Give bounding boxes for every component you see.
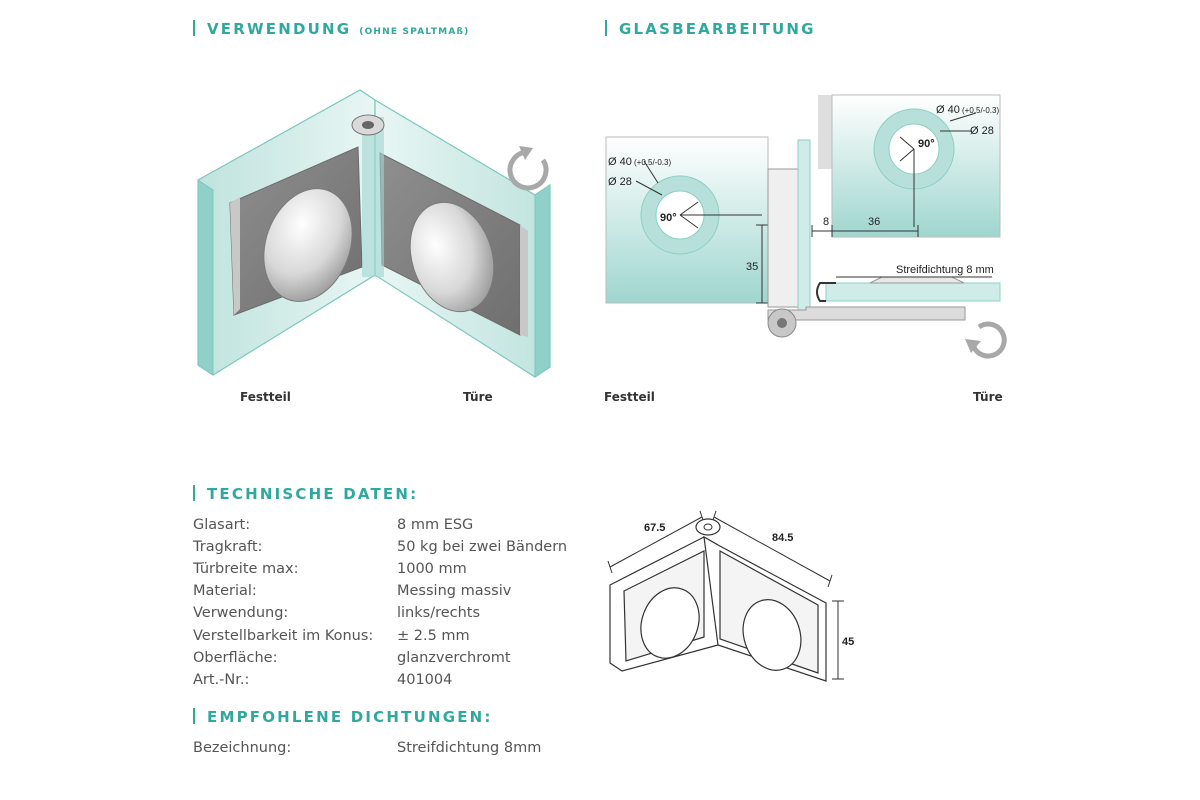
dia-inner-left: Ø 28 xyxy=(608,176,632,188)
disc-right xyxy=(742,599,802,671)
caption-right-door: Türe xyxy=(973,390,1003,404)
tech-value: links/rechts xyxy=(397,605,481,621)
door-glass xyxy=(825,282,1001,302)
disc-left xyxy=(640,587,700,659)
pivot-hole xyxy=(362,121,374,129)
glass-heading: GLASBEARBEITUNG xyxy=(605,18,816,38)
heading-bar xyxy=(193,708,195,724)
pivot-hole xyxy=(703,523,713,531)
dim-b: 84.5 xyxy=(772,532,793,544)
tol-left: (+0.5/-0.3) xyxy=(634,158,671,167)
seal-label: Streifdichtung 8 mm xyxy=(896,264,994,276)
product-dimension-drawing: 67.5 84.5 45 xyxy=(607,510,854,682)
tech-value: glanzverchromt xyxy=(397,650,511,666)
dim-35-line xyxy=(756,224,768,304)
tech-heading-text: TECHNISCHE DATEN: xyxy=(207,485,419,503)
glass-processing-diagram: 90° Ø 40 (+0.5/-0.3) Ø 28 35 90° Ø 40 (+… xyxy=(605,94,1007,359)
tech-value: 1000 mm xyxy=(397,561,467,577)
tech-label: Glasart: xyxy=(193,517,251,533)
hinge-plate-right-rim xyxy=(520,225,528,337)
tech-label: Art.-Nr.: xyxy=(193,672,250,688)
angle-lines-left xyxy=(635,160,762,229)
tech-value: Messing massiv xyxy=(397,583,512,599)
hinge-plate-left-rim xyxy=(230,197,240,315)
heading-bar xyxy=(193,485,195,501)
seal-profile xyxy=(816,282,836,302)
caption-left-fixed: Festteil xyxy=(240,390,291,404)
usage-illustration xyxy=(197,89,551,378)
angle-right: 90° xyxy=(918,138,935,150)
chrome-disc-left xyxy=(263,188,353,302)
usage-heading-note: (OHNE SPALTMAß) xyxy=(359,27,470,37)
tol-right: (+0.5/-0.3) xyxy=(962,106,999,115)
door-disc xyxy=(869,276,965,284)
glass-pane-left-edge xyxy=(197,179,214,376)
tech-heading: TECHNISCHE DATEN: xyxy=(193,483,418,503)
seals-heading-text: EMPFOHLENE DICHTUNGEN: xyxy=(207,708,493,726)
heading-bar xyxy=(605,20,607,36)
usage-heading-text: VERWENDUNG xyxy=(207,20,352,38)
dim-35: 35 xyxy=(746,261,758,273)
tech-value: ± 2.5 mm xyxy=(397,628,470,644)
tech-value: 401004 xyxy=(397,672,453,688)
glass-pane-right-edge xyxy=(534,184,551,378)
dia-outer-left: Ø 40 xyxy=(608,156,632,168)
tech-label: Oberfläche: xyxy=(193,650,278,666)
rotate-arrow-icon xyxy=(965,321,1007,359)
tech-value: 50 kg bei zwei Bändern xyxy=(397,539,568,555)
dim-8: 8 xyxy=(823,216,829,228)
dia-outer-right: Ø 40 xyxy=(936,104,960,116)
angle-lines-right xyxy=(899,112,977,227)
tech-label: Verstellbarkeit im Konus: xyxy=(193,628,374,644)
caption-left-door: Türe xyxy=(463,390,493,404)
seal-label: Bezeichnung: xyxy=(193,740,292,756)
tech-label: Verwendung: xyxy=(193,605,289,621)
chrome-disc-right xyxy=(409,201,495,313)
rotate-arrow-icon xyxy=(507,146,549,191)
tech-label: Tragkraft: xyxy=(193,539,263,555)
glass-heading-text: GLASBEARBEITUNG xyxy=(619,20,816,38)
usage-heading: VERWENDUNG (OHNE SPALTMAß) xyxy=(193,18,469,38)
dimension-lines xyxy=(607,510,844,680)
tech-label: Material: xyxy=(193,583,257,599)
dim-36: 36 xyxy=(868,216,880,228)
tech-label: Türbreite max: xyxy=(193,561,299,577)
pivot-center xyxy=(777,318,787,328)
pivot-cylinder xyxy=(362,117,384,277)
dim-a: 67.5 xyxy=(644,522,665,534)
tech-value: 8 mm ESG xyxy=(397,517,474,533)
angle-left: 90° xyxy=(660,212,677,224)
dia-inner-right: Ø 28 xyxy=(970,125,994,137)
dim-h: 45 xyxy=(842,636,854,648)
heading-bar xyxy=(193,20,195,36)
hinge-fixed-glass xyxy=(797,139,811,311)
dim-8-36-line xyxy=(811,225,919,237)
seals-heading: EMPFOHLENE DICHTUNGEN: xyxy=(193,706,493,726)
caption-right-fixed: Festteil xyxy=(604,390,655,404)
seal-value: Streifdichtung 8mm xyxy=(397,740,542,756)
